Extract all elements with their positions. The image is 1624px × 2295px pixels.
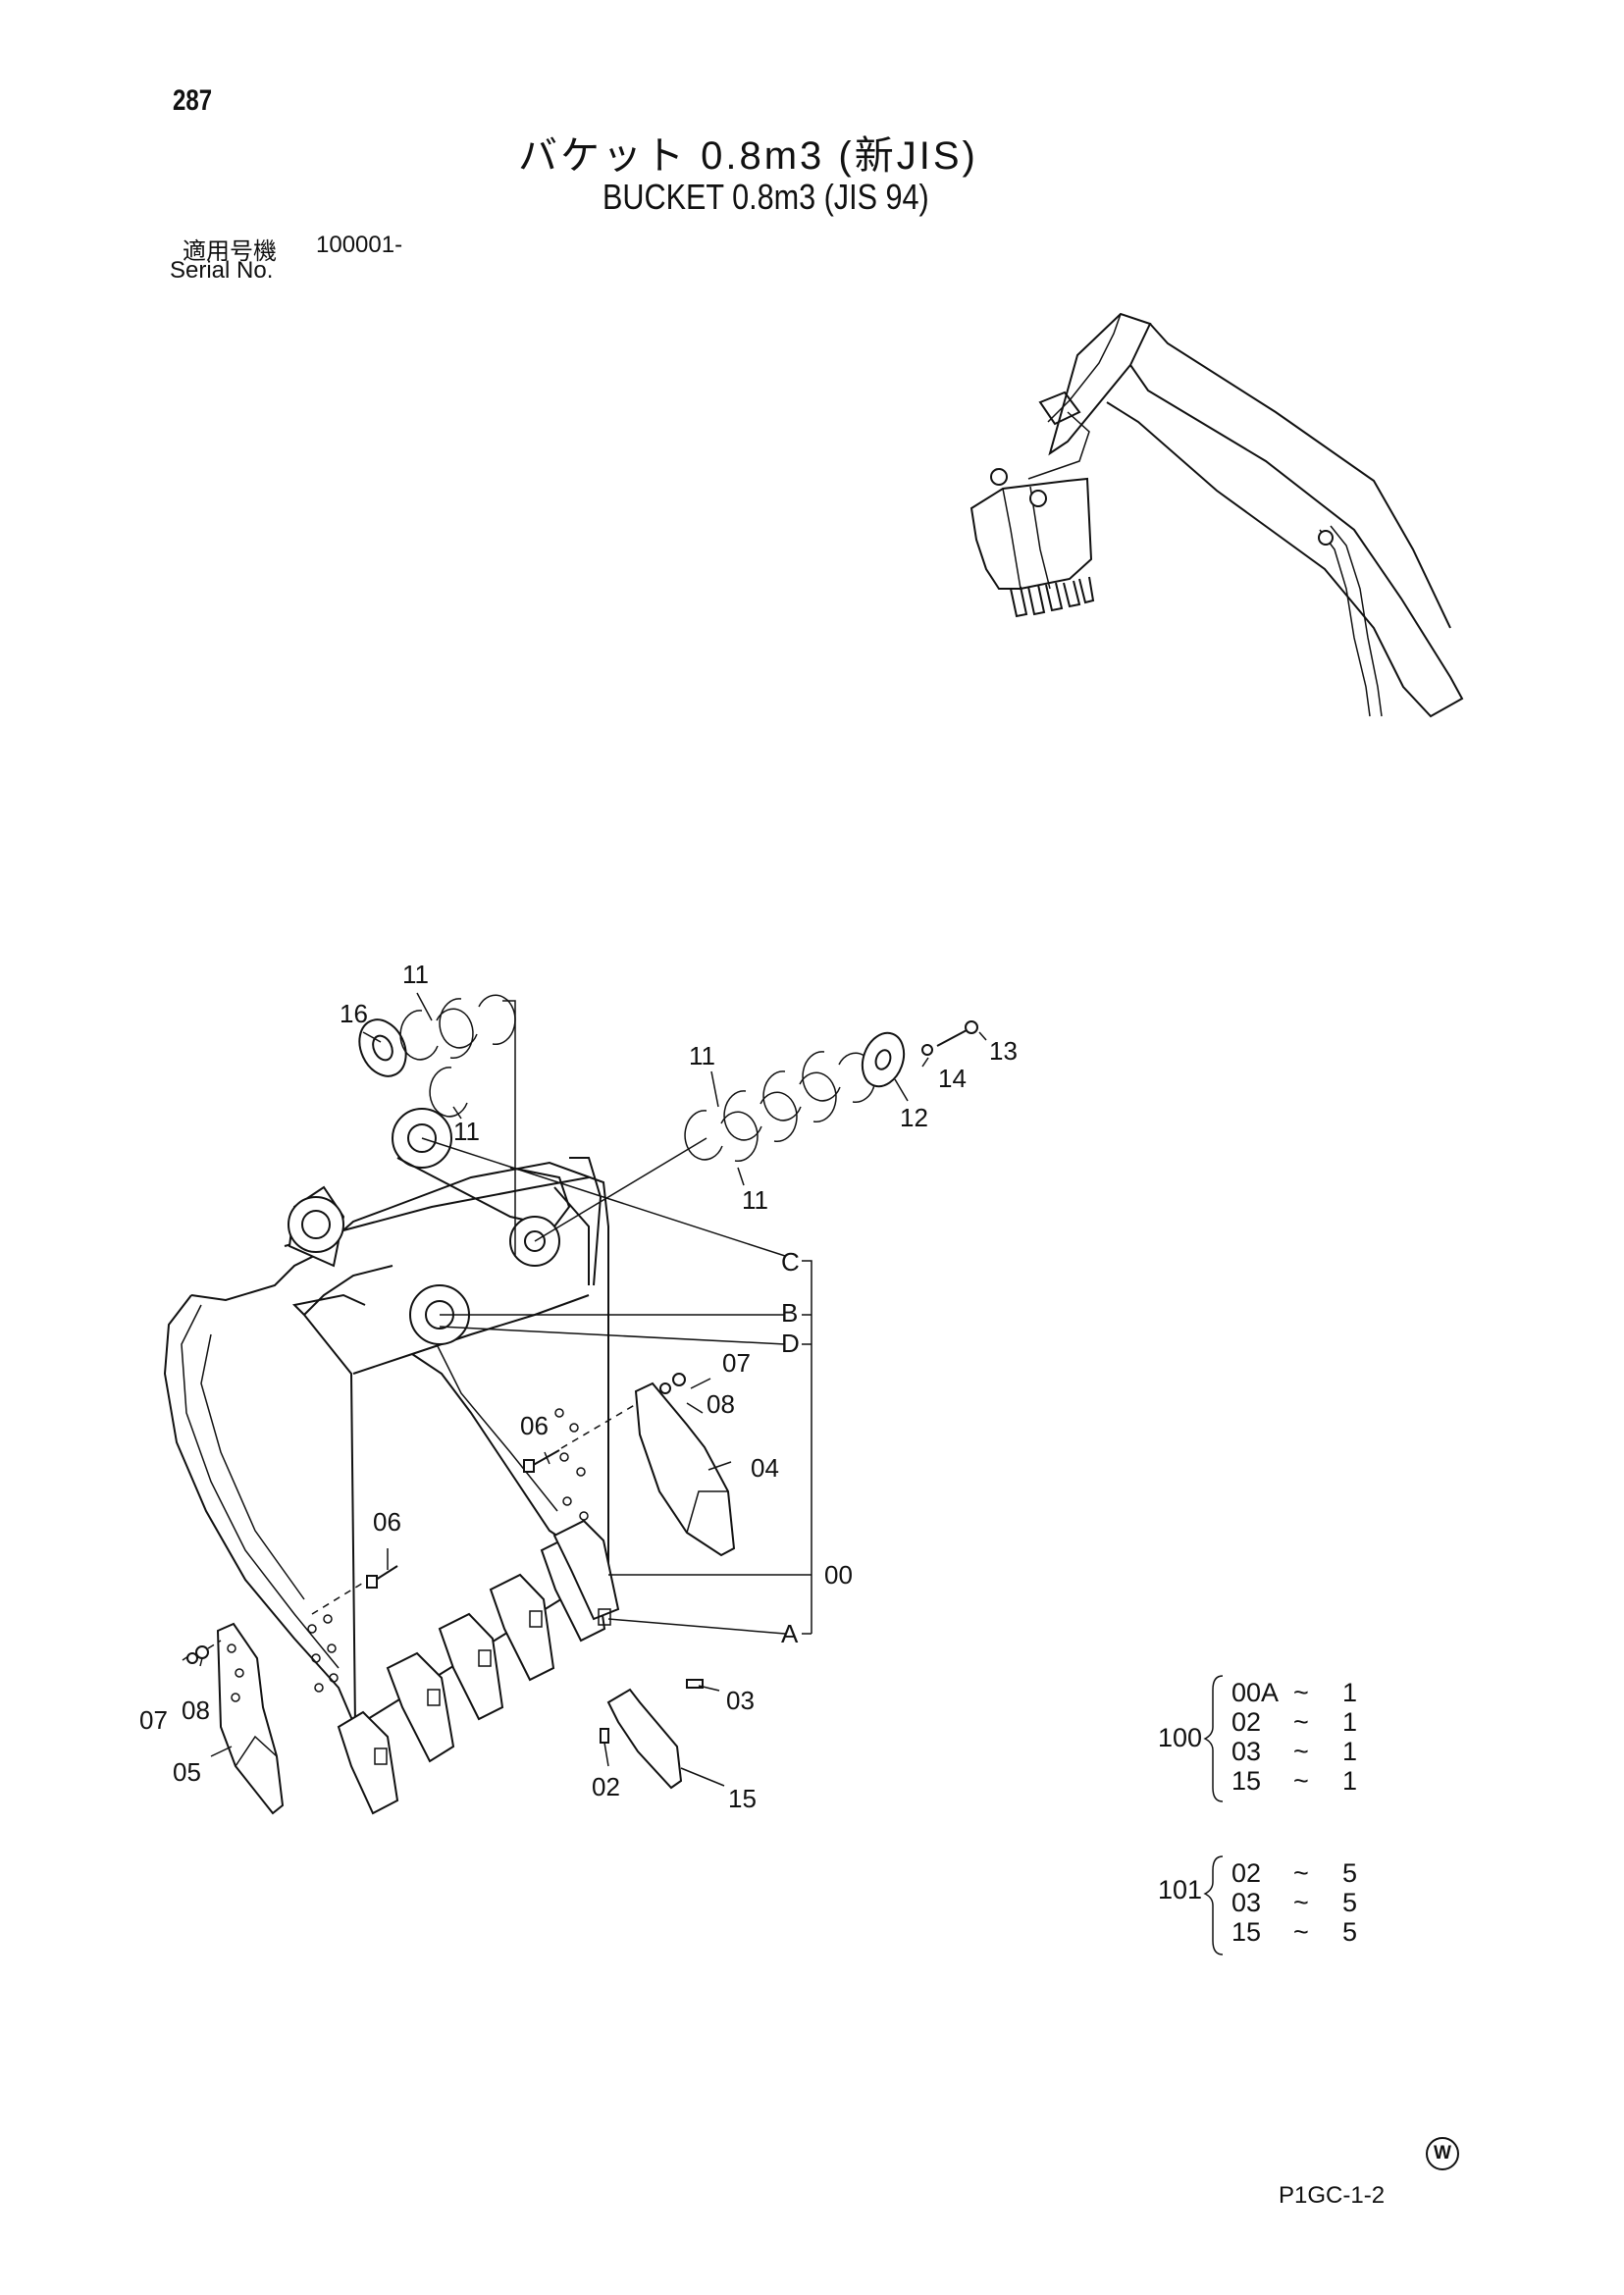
pin-parts-top (358, 994, 978, 1256)
callout-04: 04 (751, 1453, 779, 1483)
group-row-sep: ~ (1293, 1917, 1309, 1947)
title-japanese: バケット 0.8m3 (新JIS) (518, 134, 978, 178)
group-row-qty: 5 (1342, 1888, 1357, 1917)
bolt-holes-right (554, 1408, 589, 1521)
group-row-part: 02 (1231, 1858, 1261, 1888)
group-id: 100 (1158, 1723, 1202, 1752)
group-row-qty: 1 (1342, 1707, 1357, 1737)
group-row-qty: 1 (1342, 1737, 1357, 1766)
callout-11-lower: 11 (453, 1117, 480, 1146)
callout-00: 00 (824, 1560, 853, 1590)
callout-labels: 11 16 11 11 11 12 13 14 C B D 07 08 06 0… (139, 960, 1018, 1813)
callout-05: 05 (173, 1757, 201, 1787)
serial-label-jp: 適用号機 (183, 238, 277, 265)
group-row-qty: 1 (1342, 1678, 1357, 1707)
callout-12: 12 (900, 1103, 928, 1132)
side-cutter-05 (216, 1622, 285, 1815)
callout-D: D (781, 1329, 800, 1358)
callout-16: 16 (340, 999, 368, 1028)
callout-08-right: 08 (707, 1389, 735, 1419)
group-row-part: 03 (1231, 1888, 1261, 1917)
excavator-arm-overview (969, 312, 1464, 718)
group-row-part: 03 (1231, 1737, 1261, 1766)
page-code: P1GC-1-2 (1279, 2182, 1386, 2209)
title-english: BUCKET 0.8m3 (JIS 94) (602, 177, 929, 217)
group-row-part: 15 (1231, 1917, 1261, 1947)
w-mark-icon: W (1426, 2137, 1459, 2170)
assembly-group-100: 100 00A ~ 1 02 ~ 1 03 ~ 1 15 ~ 1 (1158, 1675, 1357, 1802)
group-row-qty: 5 (1342, 1917, 1357, 1947)
callout-11-top: 11 (402, 960, 429, 989)
leader-lines (182, 992, 987, 1787)
callout-A: A (781, 1619, 799, 1648)
group-row-sep: ~ (1293, 1678, 1309, 1707)
group-id: 101 (1158, 1875, 1202, 1904)
callout-07-right: 07 (722, 1348, 751, 1378)
group-row-qty: 1 (1342, 1766, 1357, 1796)
serial-label-en: Serial No. (170, 257, 274, 284)
callout-06-left: 06 (373, 1507, 401, 1537)
group-row-sep: ~ (1293, 1888, 1309, 1917)
callout-11-right: 11 (689, 1041, 715, 1070)
callout-15: 15 (728, 1784, 757, 1813)
callout-08-left: 08 (182, 1695, 210, 1725)
group-row-sep: ~ (1293, 1737, 1309, 1766)
callout-14: 14 (938, 1064, 967, 1093)
group-row-qty: 5 (1342, 1858, 1357, 1888)
callout-07-left: 07 (139, 1705, 168, 1735)
bolt-holes-left (307, 1614, 339, 1693)
bolts-nuts (186, 1373, 704, 1790)
callout-C: C (781, 1247, 800, 1277)
side-cutter-04 (634, 1382, 736, 1557)
group-row-sep: ~ (1293, 1707, 1309, 1737)
callout-06-right: 06 (520, 1411, 549, 1440)
serial-value: 100001- (316, 232, 403, 258)
bucket-teeth (337, 1519, 620, 1815)
callout-02: 02 (592, 1772, 620, 1801)
callout-11-right-lower: 11 (742, 1185, 768, 1215)
callout-03: 03 (726, 1686, 755, 1715)
group-row-part: 15 (1231, 1766, 1261, 1796)
group-row-sep: ~ (1293, 1858, 1309, 1888)
bucket-body (163, 1108, 609, 1728)
group-row-part: 02 (1231, 1707, 1261, 1737)
callout-B: B (781, 1298, 798, 1328)
group-row-part: 00A (1231, 1678, 1279, 1707)
assembly-group-101: 101 02 ~ 5 03 ~ 5 15 ~ 5 (1158, 1855, 1357, 1956)
group-row-sep: ~ (1293, 1766, 1309, 1796)
callout-13: 13 (989, 1036, 1018, 1066)
page-number: 287 (173, 84, 213, 117)
